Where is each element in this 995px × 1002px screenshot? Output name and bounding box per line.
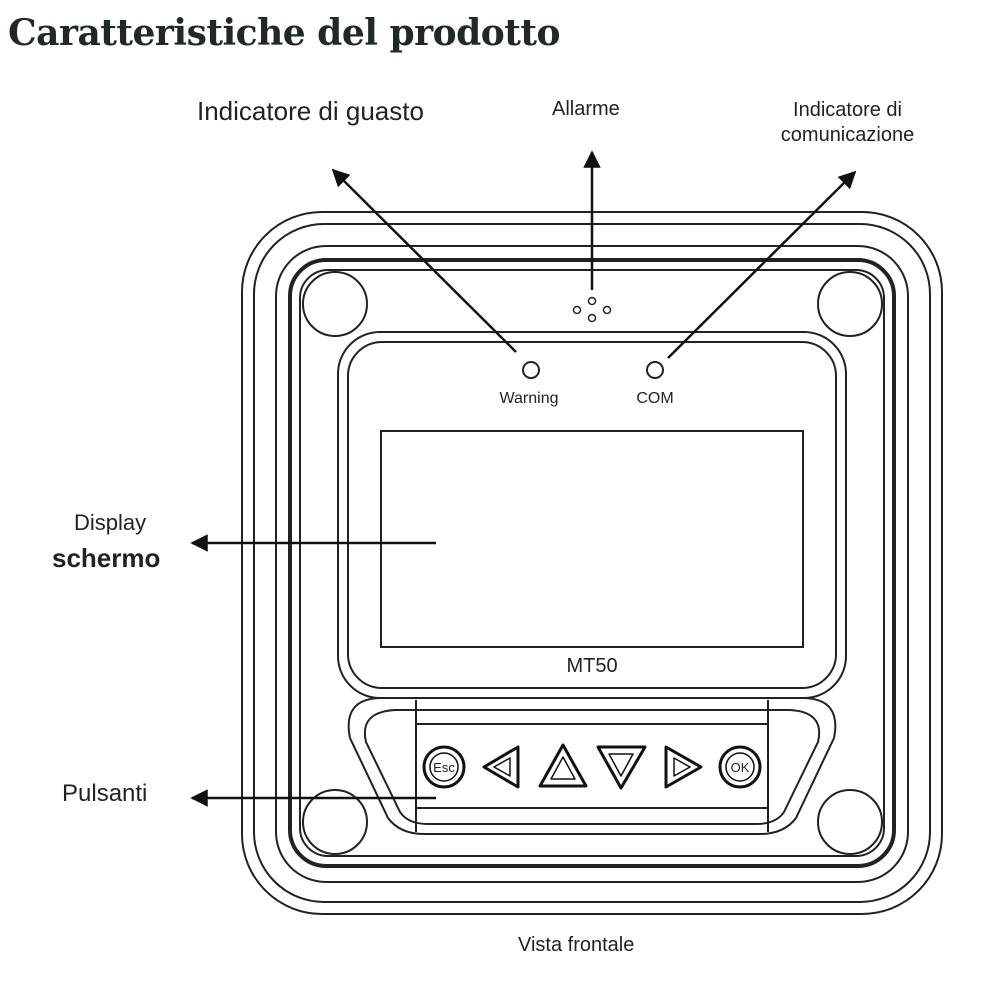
ok-button[interactable]: OK [718,745,762,789]
ok-button-label: OK [731,760,750,775]
com-led-label: COM [636,390,673,407]
page-title: Caratteristiche del prodotto [8,12,561,54]
down-button[interactable] [596,745,647,790]
arrow-left-icon [482,745,520,789]
comm-indicator-label: Indicatore di comunicazione [765,98,930,148]
warning-led-icon [522,361,540,379]
comm-indicator-arrow [667,170,857,359]
alarm-label: Allarme [552,98,620,120]
lcd-screen [380,430,804,648]
arrow-up-icon [538,743,588,788]
warning-led-label: Warning [500,390,559,407]
screw-hole-bottom-left [302,789,368,855]
right-button[interactable] [664,745,703,789]
display-label: Display [74,510,147,535]
front-view-caption: Vista frontale [518,934,635,956]
esc-button[interactable]: Esc [422,745,466,789]
fault-indicator-label: Indicatore di guasto [197,96,424,126]
left-button[interactable] [482,745,520,789]
comm-indicator-label-line1: Indicatore di [793,99,902,121]
arrow-down-icon [596,745,647,790]
keypad-housing [347,697,837,835]
screen-label: schermo [52,543,161,573]
fault-indicator-arrow [331,168,517,353]
arrow-right-icon [664,745,703,789]
screw-holes [302,271,883,855]
model-label: MT50 [566,655,617,677]
front-panel [337,331,847,699]
buttons-label: Pulsanti [62,780,148,807]
alarm-buzzer-icon [572,296,612,323]
screw-hole-top-left [302,271,368,337]
esc-button-label: Esc [433,760,455,775]
up-button[interactable] [538,743,588,788]
screw-hole-top-right [817,271,883,337]
com-led-icon [646,361,664,379]
comm-indicator-label-line2: comunicazione [780,124,915,146]
screw-hole-bottom-right [817,789,883,855]
